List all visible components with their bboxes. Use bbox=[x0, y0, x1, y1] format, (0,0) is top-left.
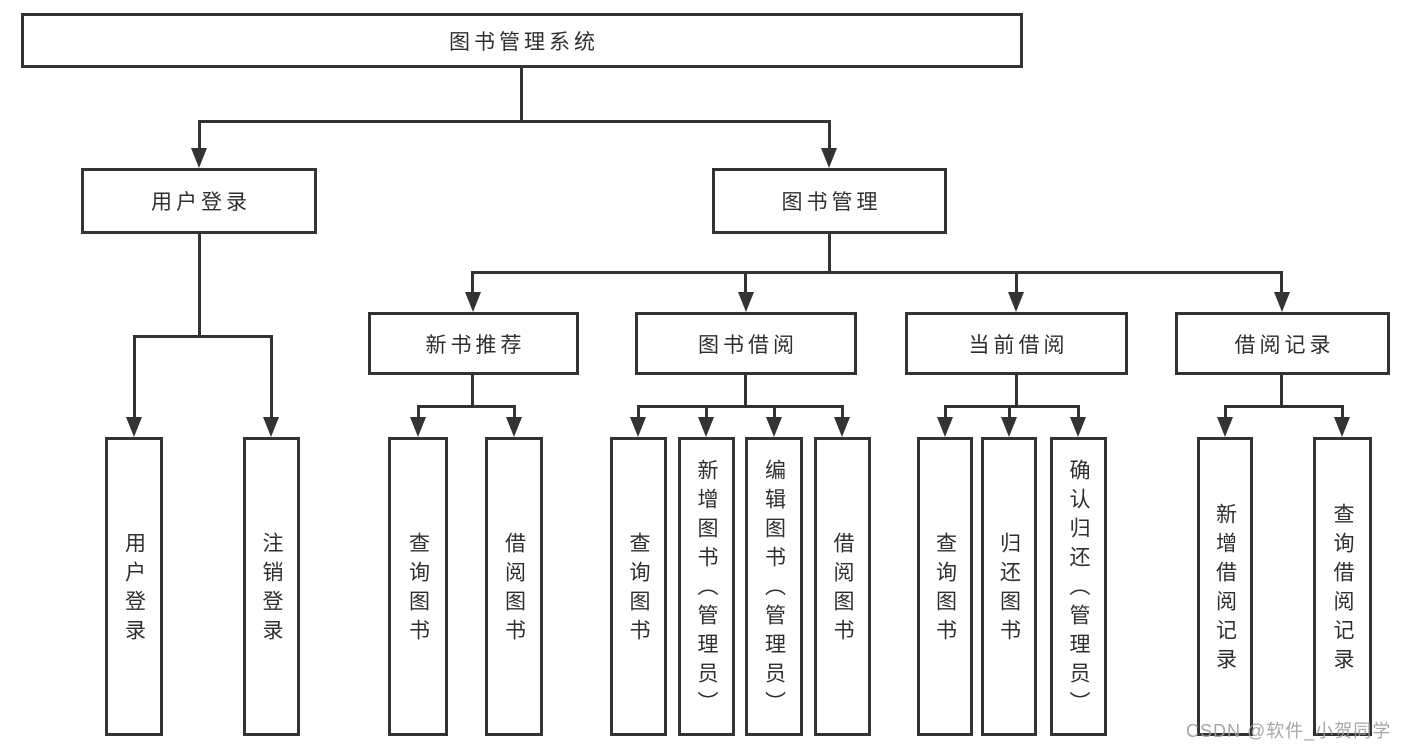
arrowhead-borrowing-records bbox=[1274, 292, 1290, 312]
connector-drop-leaf-login bbox=[133, 335, 136, 420]
arrowhead-query-borrow-record bbox=[1334, 417, 1350, 437]
connector-records-crossbar bbox=[1224, 405, 1344, 408]
arrowhead-current-borrowing bbox=[1008, 292, 1024, 312]
node-library-management-system: 图书管理系统 bbox=[21, 13, 1023, 68]
connector-recommend-crossbar bbox=[417, 405, 516, 408]
connector-drop-query-a bbox=[417, 405, 420, 420]
connector-drop-add-books bbox=[705, 405, 708, 420]
connector-user-login-stem bbox=[198, 234, 201, 338]
connector-drop-edit-books bbox=[773, 405, 776, 420]
connector-drop-new-book bbox=[471, 271, 474, 293]
node-book-borrowing: 图书借阅 bbox=[635, 312, 857, 375]
connector-drop-return-books bbox=[1008, 405, 1011, 420]
arrowhead-leaf-logout bbox=[263, 417, 279, 437]
leaf-borrow-books-recommend: 借阅图书 bbox=[485, 437, 543, 736]
node-borrowing-records: 借阅记录 bbox=[1175, 312, 1390, 375]
connector-drop-book-borrow bbox=[744, 271, 747, 293]
connector-drop-add-record bbox=[1224, 405, 1227, 420]
arrowhead-new-book-recommend bbox=[465, 292, 481, 312]
connector-drop-borrow-record bbox=[1280, 271, 1283, 293]
connector-user-login-crossbar bbox=[133, 335, 273, 338]
arrowhead-edit-books bbox=[766, 417, 782, 437]
leaf-query-books-current: 查询图书 bbox=[917, 437, 973, 736]
leaf-return-books: 归还图书 bbox=[981, 437, 1037, 736]
leaf-user-login: 用户登录 bbox=[105, 437, 163, 736]
leaf-query-borrow-record: 查询借阅记录 bbox=[1313, 437, 1372, 736]
connector-drop-confirm-return bbox=[1077, 405, 1080, 420]
connector-drop-current-borrow bbox=[1015, 271, 1018, 293]
leaf-confirm-return-admin: 确认归还（管理员） bbox=[1050, 437, 1107, 736]
csdn-watermark: CSDN @软件_小贺同学 bbox=[1186, 721, 1392, 741]
connector-current-crossbar bbox=[944, 405, 1080, 408]
connector-drop-query-record bbox=[1341, 405, 1344, 420]
connector-drop-borrow-a bbox=[513, 405, 516, 420]
arrowhead-add-books bbox=[698, 417, 714, 437]
leaf-borrow-books-borrowing: 借阅图书 bbox=[814, 437, 871, 736]
arrowhead-add-borrow-record bbox=[1217, 417, 1233, 437]
connector-drop-borrow-b bbox=[841, 405, 844, 420]
leaf-add-borrow-record: 新增借阅记录 bbox=[1197, 437, 1253, 736]
arrowhead-query-books-b bbox=[630, 417, 646, 437]
connector-borrowing-crossbar bbox=[637, 405, 844, 408]
node-new-book-recommend: 新书推荐 bbox=[368, 312, 579, 375]
connector-drop-leaf-logout bbox=[270, 335, 273, 420]
arrowhead-book-management bbox=[821, 148, 837, 168]
arrowhead-query-books-a bbox=[410, 417, 426, 437]
node-user-login: 用户登录 bbox=[81, 168, 317, 234]
arrowhead-book-borrowing bbox=[738, 292, 754, 312]
leaf-edit-books-admin: 编辑图书（管理员） bbox=[745, 437, 803, 736]
arrowhead-borrow-books-b bbox=[834, 417, 850, 437]
arrowhead-confirm-return bbox=[1070, 417, 1086, 437]
node-current-borrowing: 当前借阅 bbox=[905, 312, 1128, 375]
leaf-query-books-borrowing: 查询图书 bbox=[610, 437, 667, 736]
connector-root-crossbar bbox=[198, 120, 831, 123]
arrowhead-user-login bbox=[191, 148, 207, 168]
leaf-query-books-recommend: 查询图书 bbox=[388, 437, 448, 736]
arrowhead-return-books bbox=[1001, 417, 1017, 437]
connector-recommend-stem bbox=[471, 375, 474, 408]
connector-book-mgmt-stem bbox=[828, 234, 831, 274]
connector-root-stem bbox=[520, 68, 523, 122]
leaf-logout: 注销登录 bbox=[243, 437, 300, 736]
arrowhead-query-books-c bbox=[937, 417, 953, 437]
node-book-management: 图书管理 bbox=[712, 168, 947, 234]
connector-root-drop-right bbox=[828, 120, 831, 150]
connector-drop-query-b bbox=[637, 405, 640, 420]
connector-records-stem bbox=[1280, 375, 1283, 408]
connector-borrowing-stem bbox=[744, 375, 747, 408]
arrowhead-borrow-books-a bbox=[506, 417, 522, 437]
connector-drop-query-c bbox=[944, 405, 947, 420]
connector-book-mgmt-crossbar bbox=[471, 271, 1283, 274]
connector-root-drop-left bbox=[198, 120, 201, 150]
connector-current-stem bbox=[1015, 375, 1018, 408]
arrowhead-leaf-login bbox=[126, 417, 142, 437]
leaf-add-books-admin: 新增图书（管理员） bbox=[678, 437, 735, 736]
